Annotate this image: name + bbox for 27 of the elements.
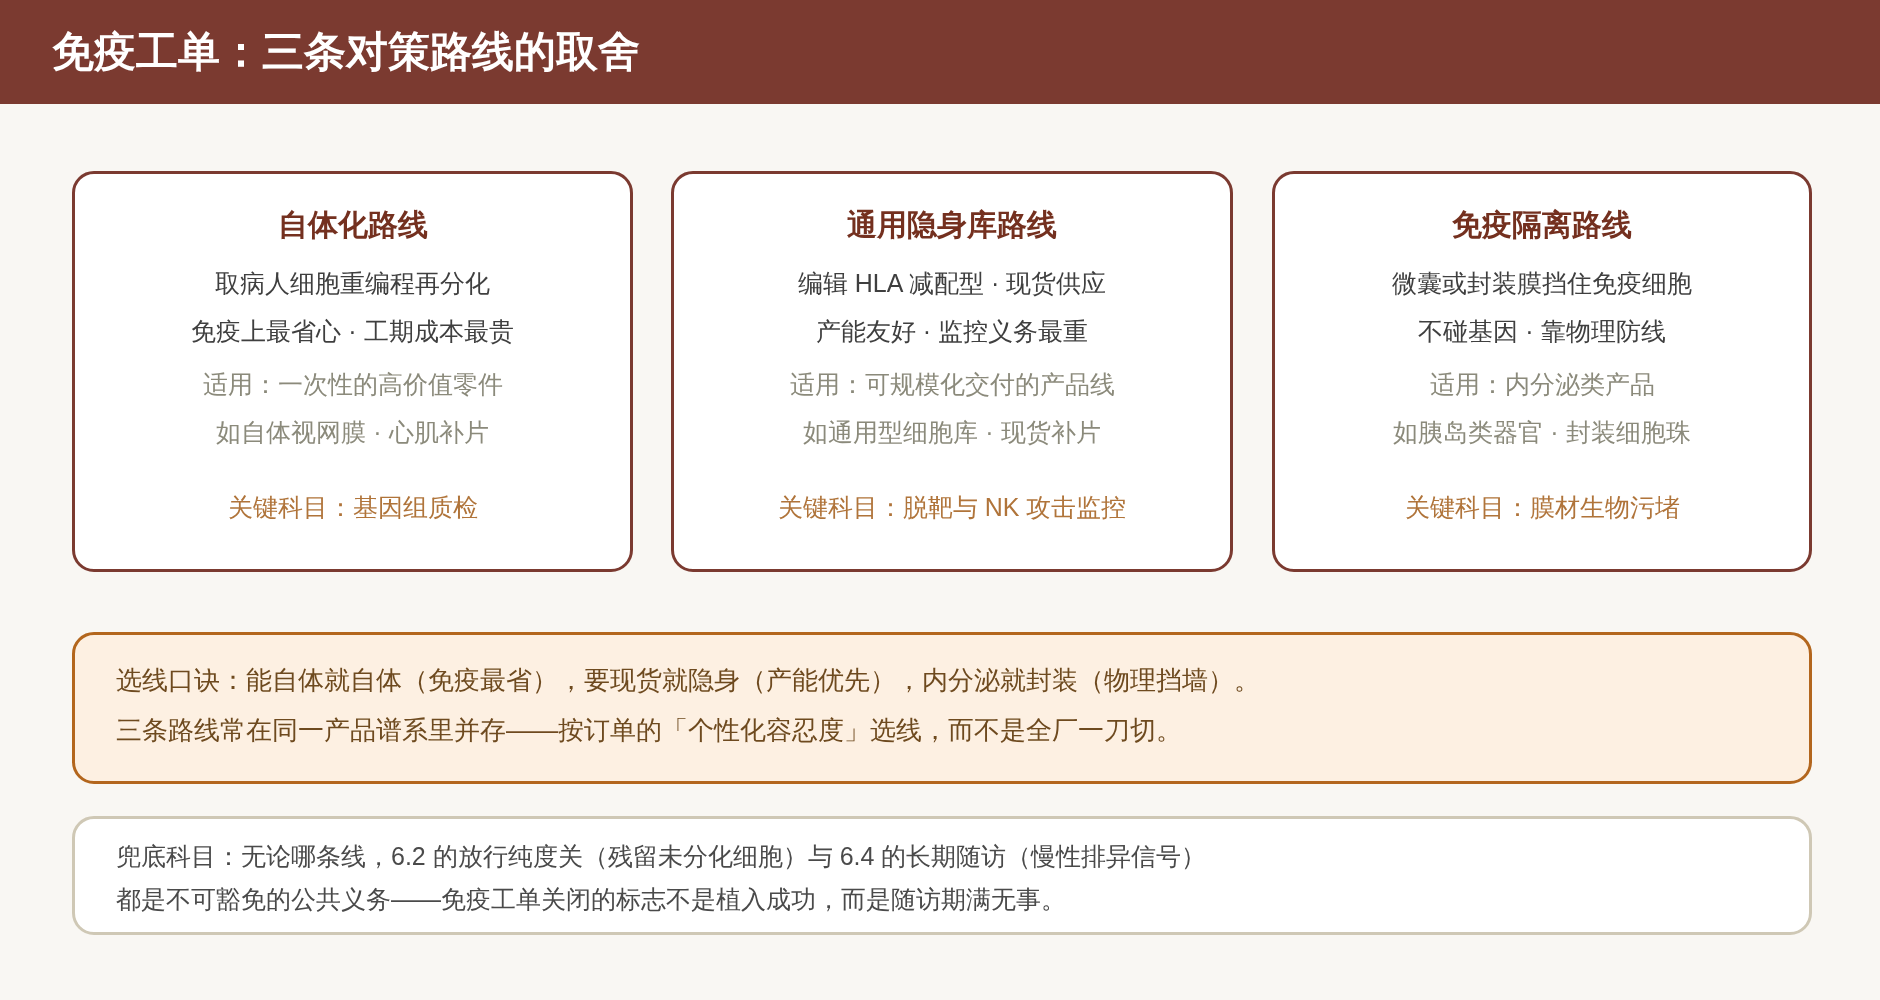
card-description: 产能友好 · 监控义务最重 xyxy=(815,316,1089,347)
card-key-item: 关键科目：基因组质检 xyxy=(227,492,478,523)
card-example: 如胰岛类器官 · 封装细胞珠 xyxy=(1393,417,1691,448)
note-text: 兜底科目：无论哪条线，6.2 的放行纯度关（残留未分化细胞）与 6.4 的长期随访（慢性排异信号）都是不可豁免的公共义务——免疫工单关闭的标志不是植入成功，而是随访期满无事。 xyxy=(116,841,1208,915)
card-heading: 免疫隔离路线 xyxy=(1452,207,1632,243)
card-note: 适用：一次性的高价值零件 xyxy=(202,369,503,400)
card-heading: 通用隐身库路线 xyxy=(847,207,1057,243)
card-example: 如通用型细胞库 · 现货补片 xyxy=(803,417,1101,448)
card-description: 免疫上最省心 · 工期成本最贵 xyxy=(191,316,514,347)
card-note: 适用：内分泌类产品 xyxy=(1429,369,1655,400)
card-description: 不碰基因 · 靠物理防线 xyxy=(1418,316,1666,347)
card-heading: 自体化路线 xyxy=(277,207,428,243)
summary-text: 三条路线常在同一产品谱系里并存——按订单的「个性化容忍度」选线，而不是全厂一刀切。 xyxy=(116,714,1182,747)
route-card xyxy=(1272,171,1812,572)
summary-text: 选线口诀：能自体就自体（免疫最省），要现货就隐身（产能优先），内分泌就封装（物理挡墙）。 xyxy=(116,664,1260,697)
card-key-item: 关键科目：膜材生物污堵 xyxy=(1404,492,1680,523)
page-title: 免疫工单：三条对策路线的取舍 xyxy=(52,27,640,77)
card-description: 编辑 HLA 减配型 · 现货供应 xyxy=(797,268,1107,299)
card-example: 如自体视网膜 · 心肌补片 xyxy=(216,417,489,448)
card-description: 取病人细胞重编程再分化 xyxy=(215,268,490,299)
note-panel xyxy=(72,816,1812,935)
card-note: 适用：可规模化交付的产品线 xyxy=(789,369,1115,400)
route-card xyxy=(72,171,633,572)
card-key-item: 关键科目：脱靶与 NK 攻击监控 xyxy=(777,492,1127,523)
summary-panel xyxy=(72,632,1812,784)
route-card xyxy=(671,171,1233,572)
card-description: 微囊或封装膜挡住免疫细胞 xyxy=(1392,268,1692,299)
